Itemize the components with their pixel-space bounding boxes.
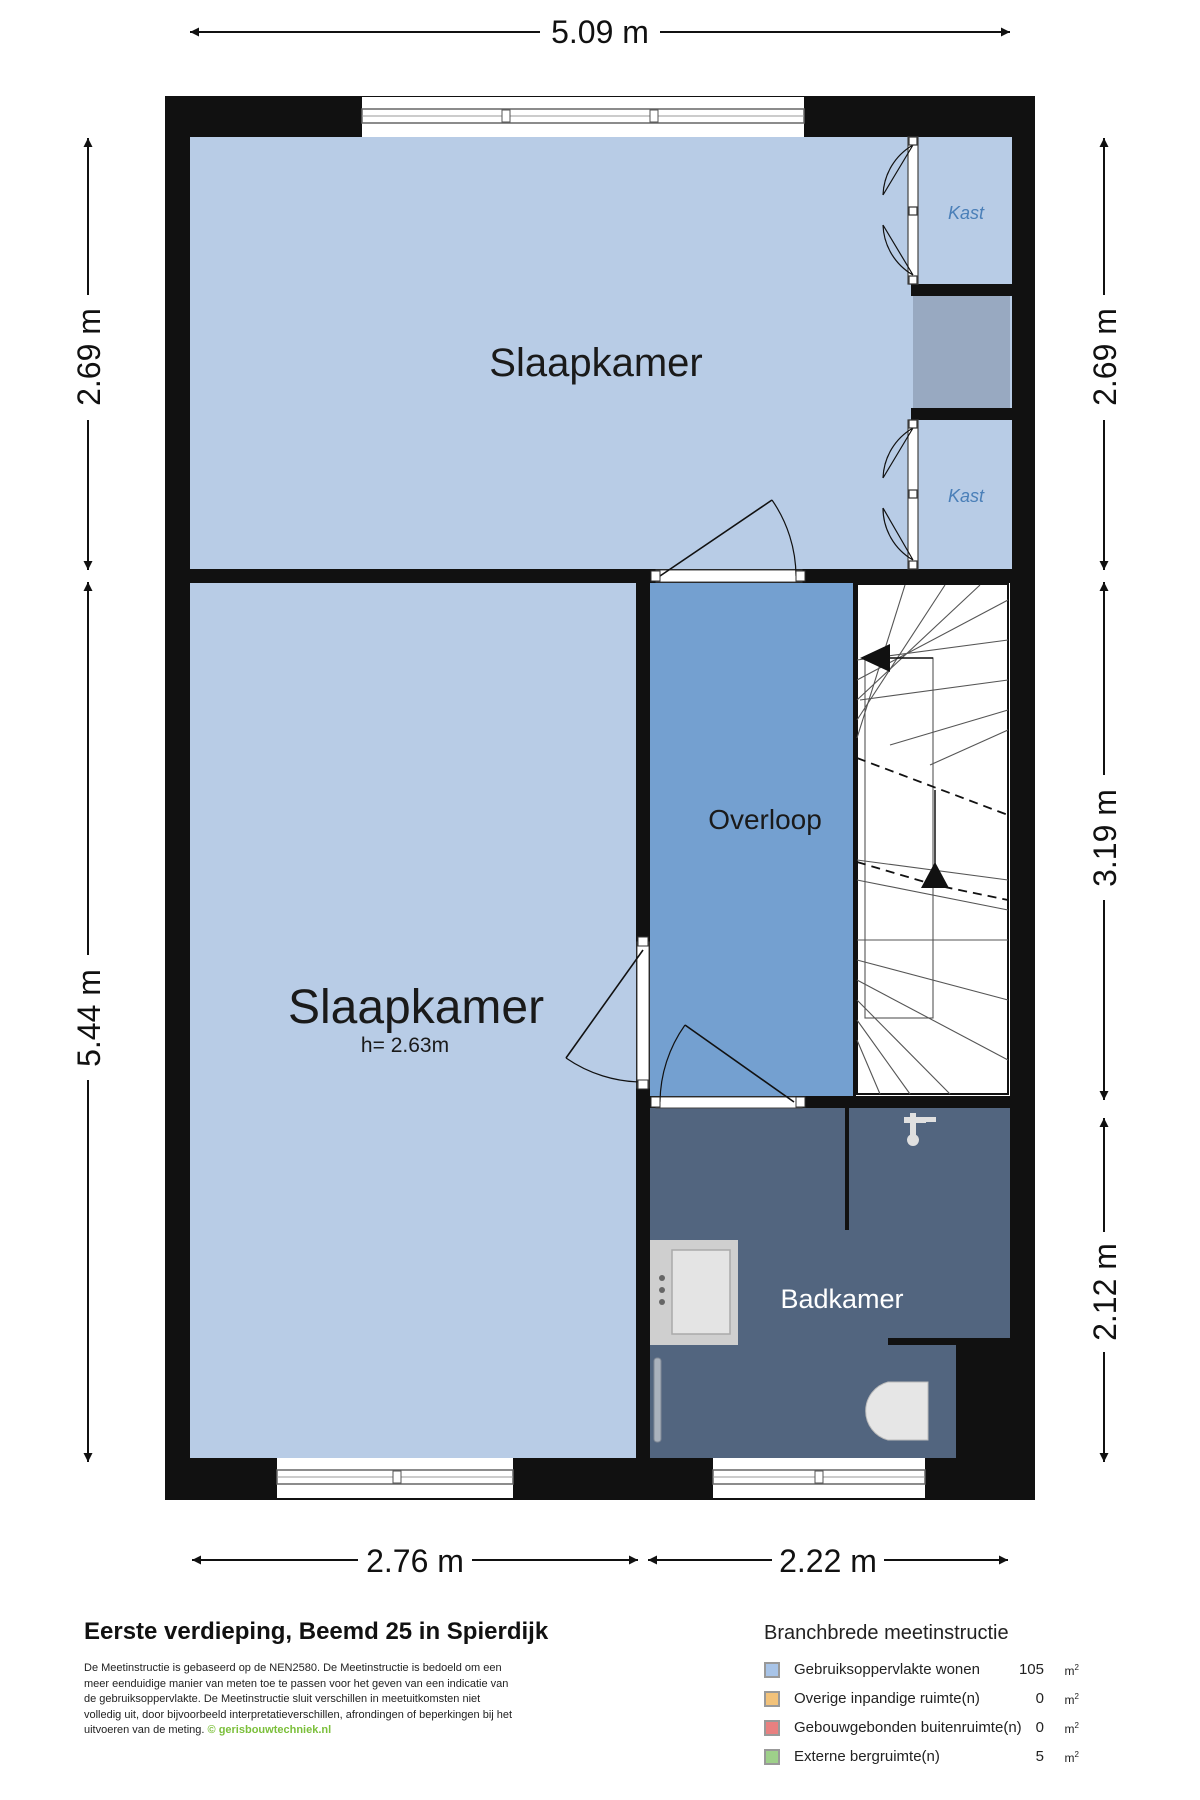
shower-partition bbox=[845, 1108, 849, 1230]
dimension-left-upper: 2.69 m bbox=[71, 138, 107, 570]
dimension-right-lower: 2.12 m bbox=[1087, 1118, 1123, 1462]
closet-doors-upper[interactable] bbox=[882, 136, 919, 285]
legend-label: Externe bergruimte(n) bbox=[794, 1748, 940, 1765]
lower-bedroom bbox=[190, 583, 636, 1458]
legend-unit: m2 bbox=[1064, 1721, 1079, 1736]
shower-head-icon bbox=[904, 1113, 936, 1146]
dimension-left-upper-label: 2.69 m bbox=[71, 308, 107, 406]
legend-swatch-red bbox=[764, 1720, 780, 1736]
legend-unit: m2 bbox=[1064, 1750, 1079, 1765]
dimension-bottom-left-label: 2.76 m bbox=[366, 1543, 464, 1579]
dimension-right-middle-label: 3.19 m bbox=[1087, 789, 1123, 887]
stair-arrow-left-icon bbox=[860, 644, 890, 672]
lower-bedroom-label: Slaapkamer bbox=[288, 981, 544, 1034]
closet-lower-label: Kast bbox=[948, 486, 985, 506]
sink-icon bbox=[650, 1240, 738, 1345]
plan-description: De Meetinstructie is gebaseerd op de NEN… bbox=[84, 1661, 514, 1739]
closet-doors-lower[interactable] bbox=[882, 419, 919, 570]
dimension-left-lower: 5.44 m bbox=[71, 582, 107, 1462]
legend-swatch-green bbox=[764, 1749, 780, 1765]
closet-divider-1 bbox=[911, 284, 1012, 296]
legend-unit: m2 bbox=[1064, 1663, 1079, 1678]
legend-value: 5 bbox=[1035, 1748, 1044, 1765]
legend-value: 0 bbox=[1035, 1719, 1044, 1736]
dimension-bottom-right: 2.22 m bbox=[648, 1543, 1008, 1579]
lower-bedroom-height: h= 2.63m bbox=[361, 1034, 449, 1057]
dimension-bottom-right-label: 2.22 m bbox=[779, 1543, 877, 1579]
bathroom-label: Badkamer bbox=[780, 1284, 903, 1314]
dimension-right-upper: 2.69 m bbox=[1087, 138, 1123, 570]
closet-divider-2 bbox=[911, 408, 1012, 420]
landing bbox=[650, 583, 856, 1096]
legend-value: 105 bbox=[1018, 1661, 1044, 1678]
upper-bedroom-label: Slaapkamer bbox=[489, 341, 702, 385]
legend-swatch-orange bbox=[764, 1691, 780, 1707]
upper-bedroom bbox=[190, 137, 1012, 569]
dimension-top-label: 5.09 m bbox=[551, 14, 649, 50]
plan-title: Eerste verdieping, Beemd 25 in Spierdijk bbox=[84, 1618, 549, 1645]
legend-item: Gebruiksoppervlakte wonen 105 m2 bbox=[764, 1660, 1084, 1684]
website-link[interactable]: © gerisbouwtechniek.nl bbox=[207, 1724, 332, 1736]
legend-item: Gebouwgebonden buitenruimte(n) 0 m2 bbox=[764, 1718, 1084, 1742]
dimension-right-lower-label: 2.12 m bbox=[1087, 1243, 1123, 1341]
towel-rail-icon bbox=[653, 1357, 662, 1443]
dimension-top: 5.09 m bbox=[190, 14, 1010, 50]
staircase-lines bbox=[856, 583, 1009, 1095]
door-lower-bedroom[interactable] bbox=[565, 936, 650, 1090]
dimension-bottom-left: 2.76 m bbox=[192, 1543, 638, 1579]
legend-label: Overige inpandige ruimte(n) bbox=[794, 1690, 980, 1707]
toilet-icon bbox=[865, 1381, 929, 1441]
legend-swatch-blue bbox=[764, 1662, 780, 1678]
legend-title: Branchbrede meetinstructie bbox=[764, 1622, 1009, 1644]
window-bottom-left bbox=[276, 1458, 514, 1498]
stair-arrow-up-icon bbox=[921, 862, 949, 888]
door-upper-bedroom[interactable] bbox=[650, 499, 806, 583]
legend-label: Gebouwgebonden buitenruimte(n) bbox=[794, 1719, 1022, 1736]
closet-lower bbox=[923, 420, 1010, 569]
interior-wall-horizontal bbox=[190, 569, 1012, 583]
description-text: De Meetinstructie is gebaseerd op de NEN… bbox=[84, 1662, 513, 1736]
dimension-right-middle: 3.19 m bbox=[1087, 582, 1123, 1100]
dimension-left-lower-label: 5.44 m bbox=[71, 969, 107, 1067]
landing-label: Overloop bbox=[708, 804, 822, 835]
legend-label: Gebruiksoppervlakte wonen bbox=[794, 1661, 980, 1678]
closet-upper-label: Kast bbox=[948, 203, 985, 223]
legend-unit: m2 bbox=[1064, 1692, 1079, 1707]
closet-dark bbox=[913, 296, 1010, 408]
legend-item: Overige inpandige ruimte(n) 0 m2 bbox=[764, 1689, 1084, 1713]
window-bottom-right bbox=[712, 1458, 926, 1498]
door-bathroom[interactable] bbox=[650, 1024, 806, 1109]
window-top bbox=[361, 97, 805, 137]
dimension-right-upper-label: 2.69 m bbox=[1087, 308, 1123, 406]
closet-upper bbox=[923, 137, 1010, 284]
legend-item: Externe bergruimte(n) 5 m2 bbox=[764, 1747, 1084, 1771]
bathroom-corner-wall bbox=[956, 1345, 1010, 1458]
legend-value: 0 bbox=[1035, 1690, 1044, 1707]
